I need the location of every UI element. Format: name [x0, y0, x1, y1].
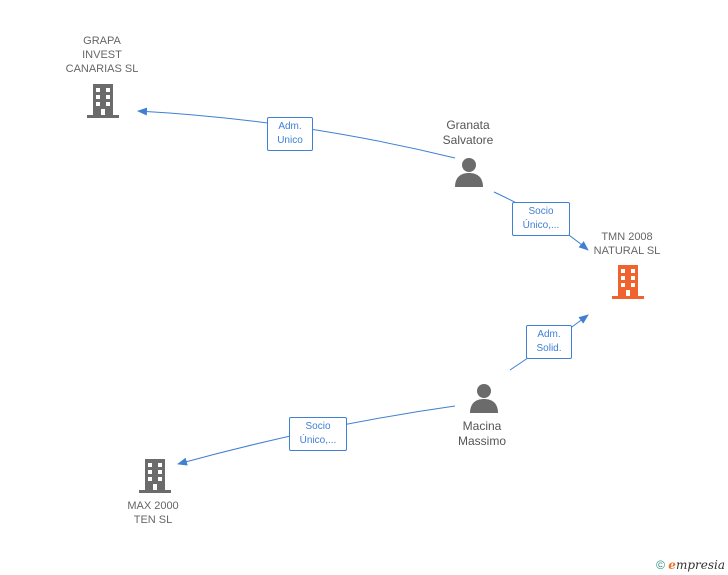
node-label-macina[interactable]: Macina Massimo: [434, 419, 530, 449]
building-icon[interactable]: [87, 83, 119, 119]
edge-label-adm-unico[interactable]: Adm. Unico: [267, 117, 313, 151]
edge-label-line: Socio: [528, 206, 554, 217]
edge-label-line: Adm.: [278, 121, 302, 132]
node-label-line: INVEST: [82, 49, 122, 61]
edge-label-line: Unico: [277, 135, 303, 146]
node-label-line: Granata: [446, 118, 490, 132]
node-label-line: NATURAL SL: [593, 245, 661, 257]
edge-label-line: Único,...: [522, 220, 560, 231]
node-label-line: Massimo: [457, 434, 506, 448]
node-label-line: GRAPA: [83, 35, 121, 47]
person-icon[interactable]: [469, 383, 499, 413]
brand-logo: empresia: [668, 558, 725, 572]
node-label-granata[interactable]: Granata Salvatore: [420, 118, 516, 148]
node-label-grapa[interactable]: GRAPA INVEST CANARIAS SL: [50, 34, 154, 76]
node-label-tmn[interactable]: TMN 2008 NATURAL SL: [575, 230, 679, 258]
edge-label-adm-solid[interactable]: Adm. Solid.: [526, 325, 572, 359]
edge-label-line: Único,...: [299, 435, 337, 446]
node-label-line: TEN SL: [133, 514, 173, 526]
node-label-line: CANARIAS SL: [65, 63, 139, 75]
node-label-line: Salvatore: [442, 133, 494, 147]
building-icon[interactable]: [612, 264, 644, 300]
building-icon[interactable]: [139, 458, 171, 494]
edge-label-line: Socio: [305, 421, 331, 432]
node-label-line: MAX 2000: [127, 500, 179, 512]
person-icon[interactable]: [454, 157, 484, 187]
copyright-icon: ©: [656, 558, 665, 572]
edge-label-line: Adm.: [537, 329, 561, 340]
edge-label-socio-unico-max[interactable]: Socio Único,...: [289, 417, 347, 451]
edge-label-line: Solid.: [536, 343, 562, 354]
empresia-watermark: © empresia: [656, 558, 725, 572]
node-label-max2000[interactable]: MAX 2000 TEN SL: [101, 499, 205, 527]
node-label-line: Macina: [462, 419, 502, 433]
edge-label-socio-unico-tmn[interactable]: Socio Único,...: [512, 202, 570, 236]
node-label-line: TMN 2008: [601, 231, 653, 243]
